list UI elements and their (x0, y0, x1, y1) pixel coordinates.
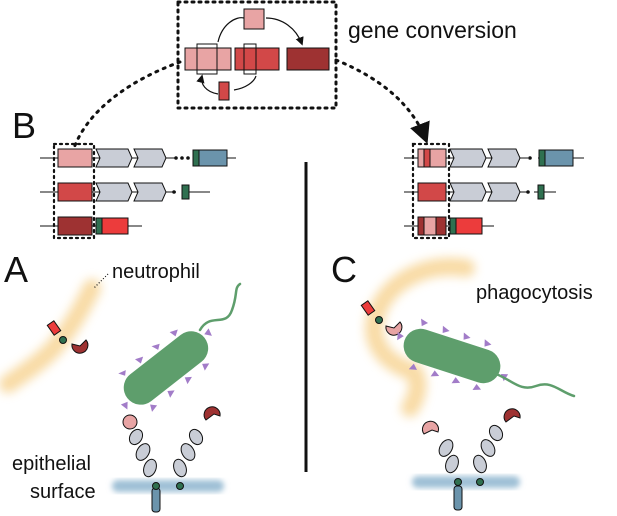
receptor-dark-cap-a (203, 406, 221, 421)
receptor-stalk-a (151, 487, 161, 513)
conversion-arrow-bottom (233, 75, 257, 91)
rlocus2-green-mark (537, 184, 545, 200)
receptor-green-node (59, 336, 67, 344)
receptor-stalk-c (453, 485, 463, 511)
receptor-red-tip (46, 320, 62, 336)
receptor-red-tip-c (360, 300, 376, 316)
receptor-pink-cap-a (122, 414, 138, 430)
receptor-hinge-a1 (152, 482, 160, 490)
conversion-arrow-left (196, 74, 219, 95)
bacterium-a (118, 328, 212, 412)
panel-label-a: A (4, 249, 28, 290)
rlocus2-gray-b (487, 182, 521, 202)
locus2-gray-a (95, 182, 133, 202)
gene-loci-right (404, 142, 584, 240)
receptor-ligand-c (385, 321, 403, 336)
neutrophil-label: neutrophil (112, 261, 200, 283)
gene-conversion-inset (176, 0, 338, 110)
epithelial-label-line1: epithelial (12, 453, 91, 475)
flagellum-a (198, 282, 242, 332)
receptor-green-node-c (375, 316, 383, 324)
connector-right (334, 58, 430, 144)
rlocus3-pink-insert (423, 216, 437, 236)
membrane-c (412, 476, 520, 488)
locus3-dark-red (57, 216, 93, 236)
gene-loci-left (40, 142, 236, 240)
panel-c-scene (360, 257, 576, 511)
connector-left (72, 60, 182, 150)
gene-red (234, 47, 280, 71)
conversion-arrow-right (265, 17, 304, 46)
locus2-green-mark (181, 184, 190, 200)
donor-bar-bottom (218, 81, 230, 101)
locus2-red (57, 182, 93, 202)
rlocus1-pink (417, 148, 447, 168)
gene-red-overlay (243, 43, 257, 75)
locus2-gray-b (133, 182, 167, 202)
locus1-gray-b (133, 148, 167, 168)
rlocus1-gray-a (449, 148, 487, 168)
locus1-gray-a (95, 148, 133, 168)
gene-pink (184, 47, 232, 71)
receptor-hinge-c2 (476, 478, 484, 486)
phagocytosis-label: phagocytosis (476, 282, 593, 304)
bacterium-c (397, 318, 509, 390)
epithelial-label-line2: surface (30, 481, 96, 503)
rlocus1-blue (544, 149, 574, 167)
rlocus2-red (417, 182, 447, 202)
rlocus2-gray-a (449, 182, 487, 202)
gene-dark-red (286, 47, 330, 71)
membrane-a (112, 480, 224, 492)
flagellum-c (494, 372, 576, 398)
locus3-green-mark (95, 217, 103, 235)
loci-left-dotted-frame (52, 142, 96, 240)
rlocus1-green-mark (538, 149, 546, 167)
inset-dotted-frame (176, 0, 338, 110)
rlocus3-green-mark (449, 217, 457, 235)
rlocus3-bright-red (455, 217, 483, 235)
receptor-pink-cap-c (421, 420, 439, 435)
locus1-green-mark (192, 149, 200, 167)
locus3-bright-red (101, 217, 129, 235)
locus1-pink (57, 148, 93, 168)
gene-pink-overlay (196, 43, 218, 75)
panel-label-c: C (331, 249, 357, 290)
receptor-dark-cap-c (503, 408, 521, 423)
receptor-hinge-a2 (176, 482, 184, 490)
loci-right-dotted-frame (411, 142, 451, 240)
neutrophil-pointer (93, 273, 109, 289)
panel-a-scene (0, 273, 242, 513)
panel-label-b: B (12, 105, 36, 146)
donor-square-top (243, 8, 265, 30)
gene-conversion-label: gene conversion (348, 17, 517, 43)
conversion-arrow-top (217, 17, 245, 43)
rlocus1-red-insert (423, 148, 431, 168)
receptor-hinge-c1 (454, 478, 462, 486)
locus1-blue (198, 149, 228, 167)
receptor-ligand (71, 339, 89, 354)
rlocus1-gray-b (487, 148, 521, 168)
phagocyte-glow (365, 257, 475, 417)
neutrophil-glow (0, 279, 101, 393)
